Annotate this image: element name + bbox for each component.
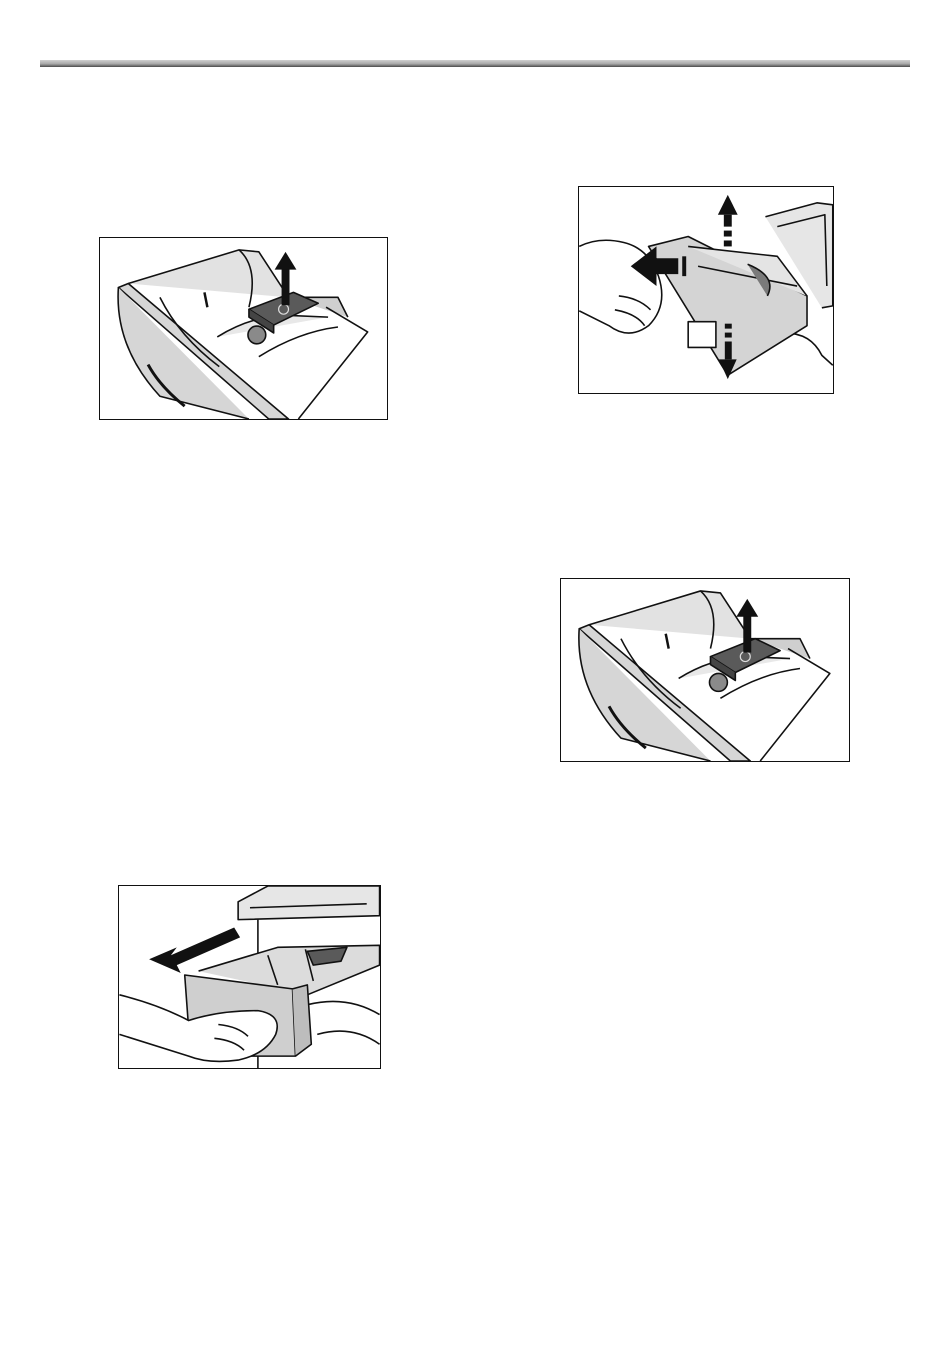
header-rule	[40, 60, 910, 67]
dispenser-drawer-lift-siphon-icon	[100, 238, 387, 419]
figure-drawer-removal	[578, 186, 834, 394]
pull-out-drawer-icon	[119, 886, 380, 1068]
drawer-removal-arrows-icon	[579, 187, 833, 393]
figure-drawer-siphon-lift	[99, 237, 388, 420]
figure-drawer-siphon-lift-2	[560, 578, 850, 762]
dispenser-drawer-lift-siphon-icon	[561, 579, 849, 761]
figure-pull-out-drawer	[118, 885, 381, 1069]
